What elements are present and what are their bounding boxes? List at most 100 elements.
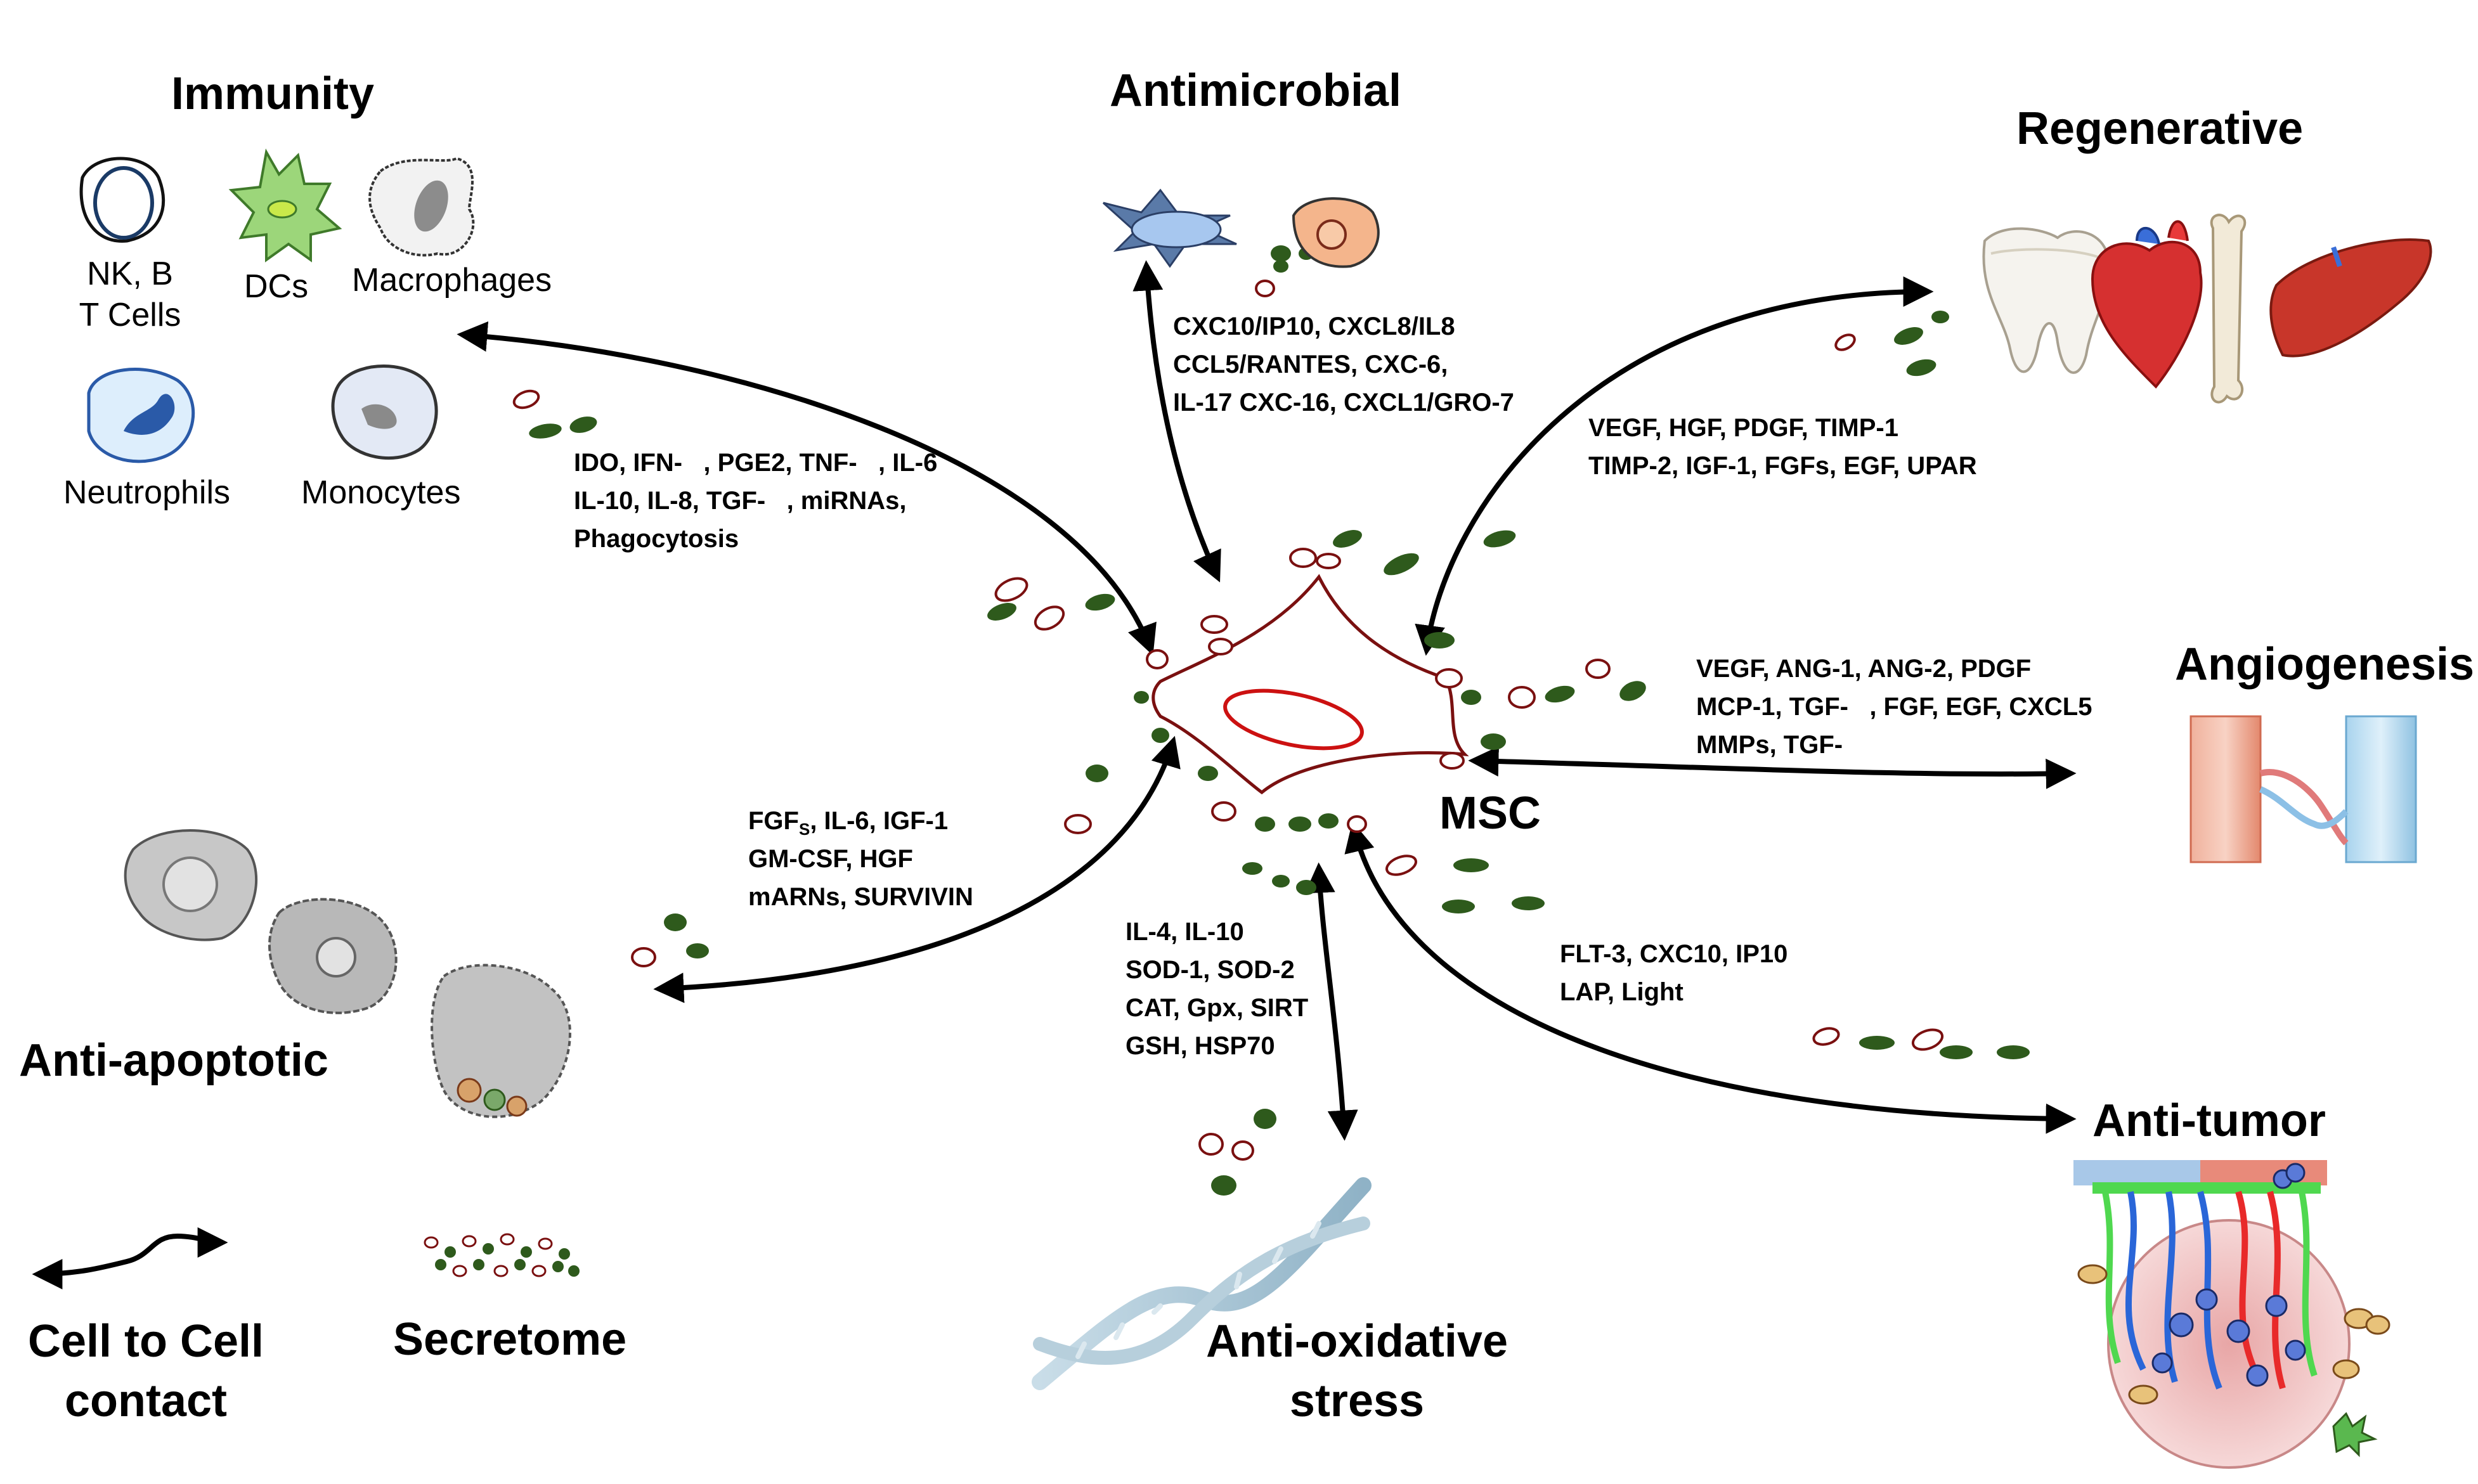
legend-vesicle [559, 1248, 570, 1260]
arrow-anti-apoptotic [653, 735, 1181, 1003]
tumor-illustration [2073, 1160, 2390, 1469]
secretome-vesicle-green [1296, 880, 1316, 895]
secretome-vesicle-red [512, 389, 540, 410]
legend-vesicle [483, 1243, 494, 1255]
legend-secretome-label: Secretome [393, 1314, 627, 1365]
immune-cell-icon [2332, 1412, 2378, 1457]
regenerative-illustrations [1982, 214, 2432, 404]
msc-label: MSC [1439, 788, 1541, 839]
secretome-vesicle-green [1151, 728, 1169, 743]
monocyte-icon [331, 365, 438, 460]
secretome-vesicle-red [1585, 659, 1611, 679]
secretome-vesicle-green [1940, 1045, 1973, 1059]
anti-oxidative-title: Anti-oxidative stress [1205, 1316, 1508, 1426]
artery-icon [2189, 715, 2262, 863]
anti-oxidative-molecule-line-1: IL-4, IL-10 [1125, 918, 1244, 946]
liver-icon [2269, 238, 2432, 358]
legend-vesicle [568, 1265, 580, 1277]
secretome-particles [512, 245, 2030, 1196]
legend-vesicle [521, 1246, 532, 1258]
anti-oxidative-molecule-line-2: SOD-1, SOD-2 [1125, 956, 1295, 984]
secretome-vesicle-red [1211, 801, 1236, 822]
secretome-vesicle-red [1200, 615, 1228, 634]
interaction-arrows [457, 260, 2077, 1141]
arrow-angiogenesis [1468, 746, 2077, 789]
legend-contact-arrow [32, 1227, 228, 1289]
secretome-vesicle-green [1442, 900, 1475, 913]
msc-nucleus [1223, 688, 1364, 751]
secretome-vesicle-green [1242, 862, 1262, 875]
neutrophil-icon [87, 368, 195, 463]
secretome-vesicle-green [1384, 553, 1419, 576]
bacterium-icon [1102, 188, 1237, 268]
secretome-vesicle-green [1272, 875, 1290, 887]
secretome-vesicle-green [1894, 327, 1923, 345]
secretome-vesicle-green [569, 416, 597, 433]
legend-vesicle [538, 1237, 553, 1250]
secretome-vesicle-green [1211, 1175, 1236, 1196]
angiogenesis-molecule-line-1: VEGF, ANG-1, ANG-2, PDGF [1696, 655, 2032, 683]
apoptotic-body-icon [431, 964, 571, 1118]
legend-vesicle [473, 1259, 484, 1270]
regenerative-molecule-line-2: TIMP-2, IGF-1, FGFs, EGF, UPAR [1588, 452, 1977, 480]
legend-vesicle [493, 1265, 509, 1277]
microbe-cell-icon [1292, 197, 1380, 268]
immunity-molecule-line-1: IDO, IFN- , PGE2, TNF- , IL-6 [574, 449, 938, 477]
antimicrobial-molecule-line-1: CXC10/IP10, CXCL8/IL8 [1173, 313, 1455, 340]
legend-vesicle [462, 1235, 477, 1248]
fgf-text: FGF [748, 807, 799, 835]
anti-oxidative-molecule-line-4: GSH, HSP70 [1125, 1032, 1275, 1060]
heart-icon [2091, 220, 2203, 389]
dna-helix-icon [1032, 1177, 1372, 1390]
secretome-vesicle-green [1461, 690, 1481, 705]
secretome-vesicle-green [1134, 691, 1149, 704]
apoptotic-cells-illustration [124, 829, 571, 1118]
secretome-vesicle-green [686, 943, 709, 958]
immunity-molecule-line-3: Phagocytosis [574, 525, 739, 553]
secretome-vesicle-green [1273, 260, 1288, 273]
vein-icon [2345, 715, 2417, 863]
arrow-anti-oxidative [1304, 862, 1358, 1141]
legend-vesicle [424, 1236, 439, 1249]
secretome-vesicle-green [1085, 593, 1115, 611]
secretome-vesicle-green [1271, 245, 1291, 262]
anti-apoptotic-title: Anti-apoptotic [19, 1035, 328, 1086]
antimicrobial-molecule-line-2: CCL5/RANTES, CXC-6, [1173, 351, 1448, 378]
secretome-vesicle-red [1435, 668, 1463, 688]
legend-vesicle [452, 1265, 467, 1277]
secretome-vesicle-green [529, 423, 562, 439]
msc-cell [1151, 574, 1469, 795]
secretome-vesicle-green [1254, 1109, 1276, 1129]
secretome-vesicle-red [1812, 1027, 1840, 1046]
immunity-cell-label-monocytes: Monocytes [301, 474, 461, 511]
legend-vesicle [435, 1259, 446, 1270]
fgf-subscript: S [798, 820, 810, 839]
secretome-vesicle-green [1859, 1036, 1895, 1050]
secretome-vesicle-red [1347, 815, 1367, 833]
arrow-anti-tumor [1344, 821, 2077, 1134]
secretome-vesicle-green [1545, 685, 1575, 703]
anti-tumor-molecule-line-1: FLT-3, CXC10, IP10 [1560, 940, 1788, 968]
immunity-cell-label-macrophages: Macrophages [352, 262, 552, 299]
secretome-vesicle-red [1146, 649, 1169, 669]
msc-membrane [1151, 574, 1469, 795]
secretome-vesicle-green [1453, 858, 1489, 872]
secretome-vesicle-red [1439, 752, 1465, 770]
immunity-cell-label-neutrophils: Neutrophils [63, 474, 231, 511]
secretome-vesicle-green [1931, 311, 1949, 323]
secretome-vesicle-green [1086, 765, 1108, 782]
antimicrobial-illustrations [1102, 188, 1380, 268]
anti-tumor-title: Anti-tumor [2092, 1095, 2326, 1146]
immunity-cell-label-dcs: DCs [244, 268, 309, 305]
immunity-molecule-line-2: IL-10, IL-8, TGF- , miRNAs, [574, 487, 907, 515]
secretome-vesicle-red [631, 947, 656, 967]
secretome-vesicle-green [1318, 813, 1339, 829]
secretome-vesicle-red [1508, 686, 1536, 709]
tooth-icon [1982, 227, 2110, 374]
regenerative-title: Regenerative [2016, 103, 2304, 154]
secretome-vesicle-red [1834, 333, 1856, 351]
anti-tumor-molecule-line-2: LAP, Light [1560, 978, 1683, 1006]
legend-vesicle [444, 1246, 456, 1258]
secretome-vesicle-red [1289, 548, 1317, 568]
arrow-regenerative [1415, 276, 1934, 656]
